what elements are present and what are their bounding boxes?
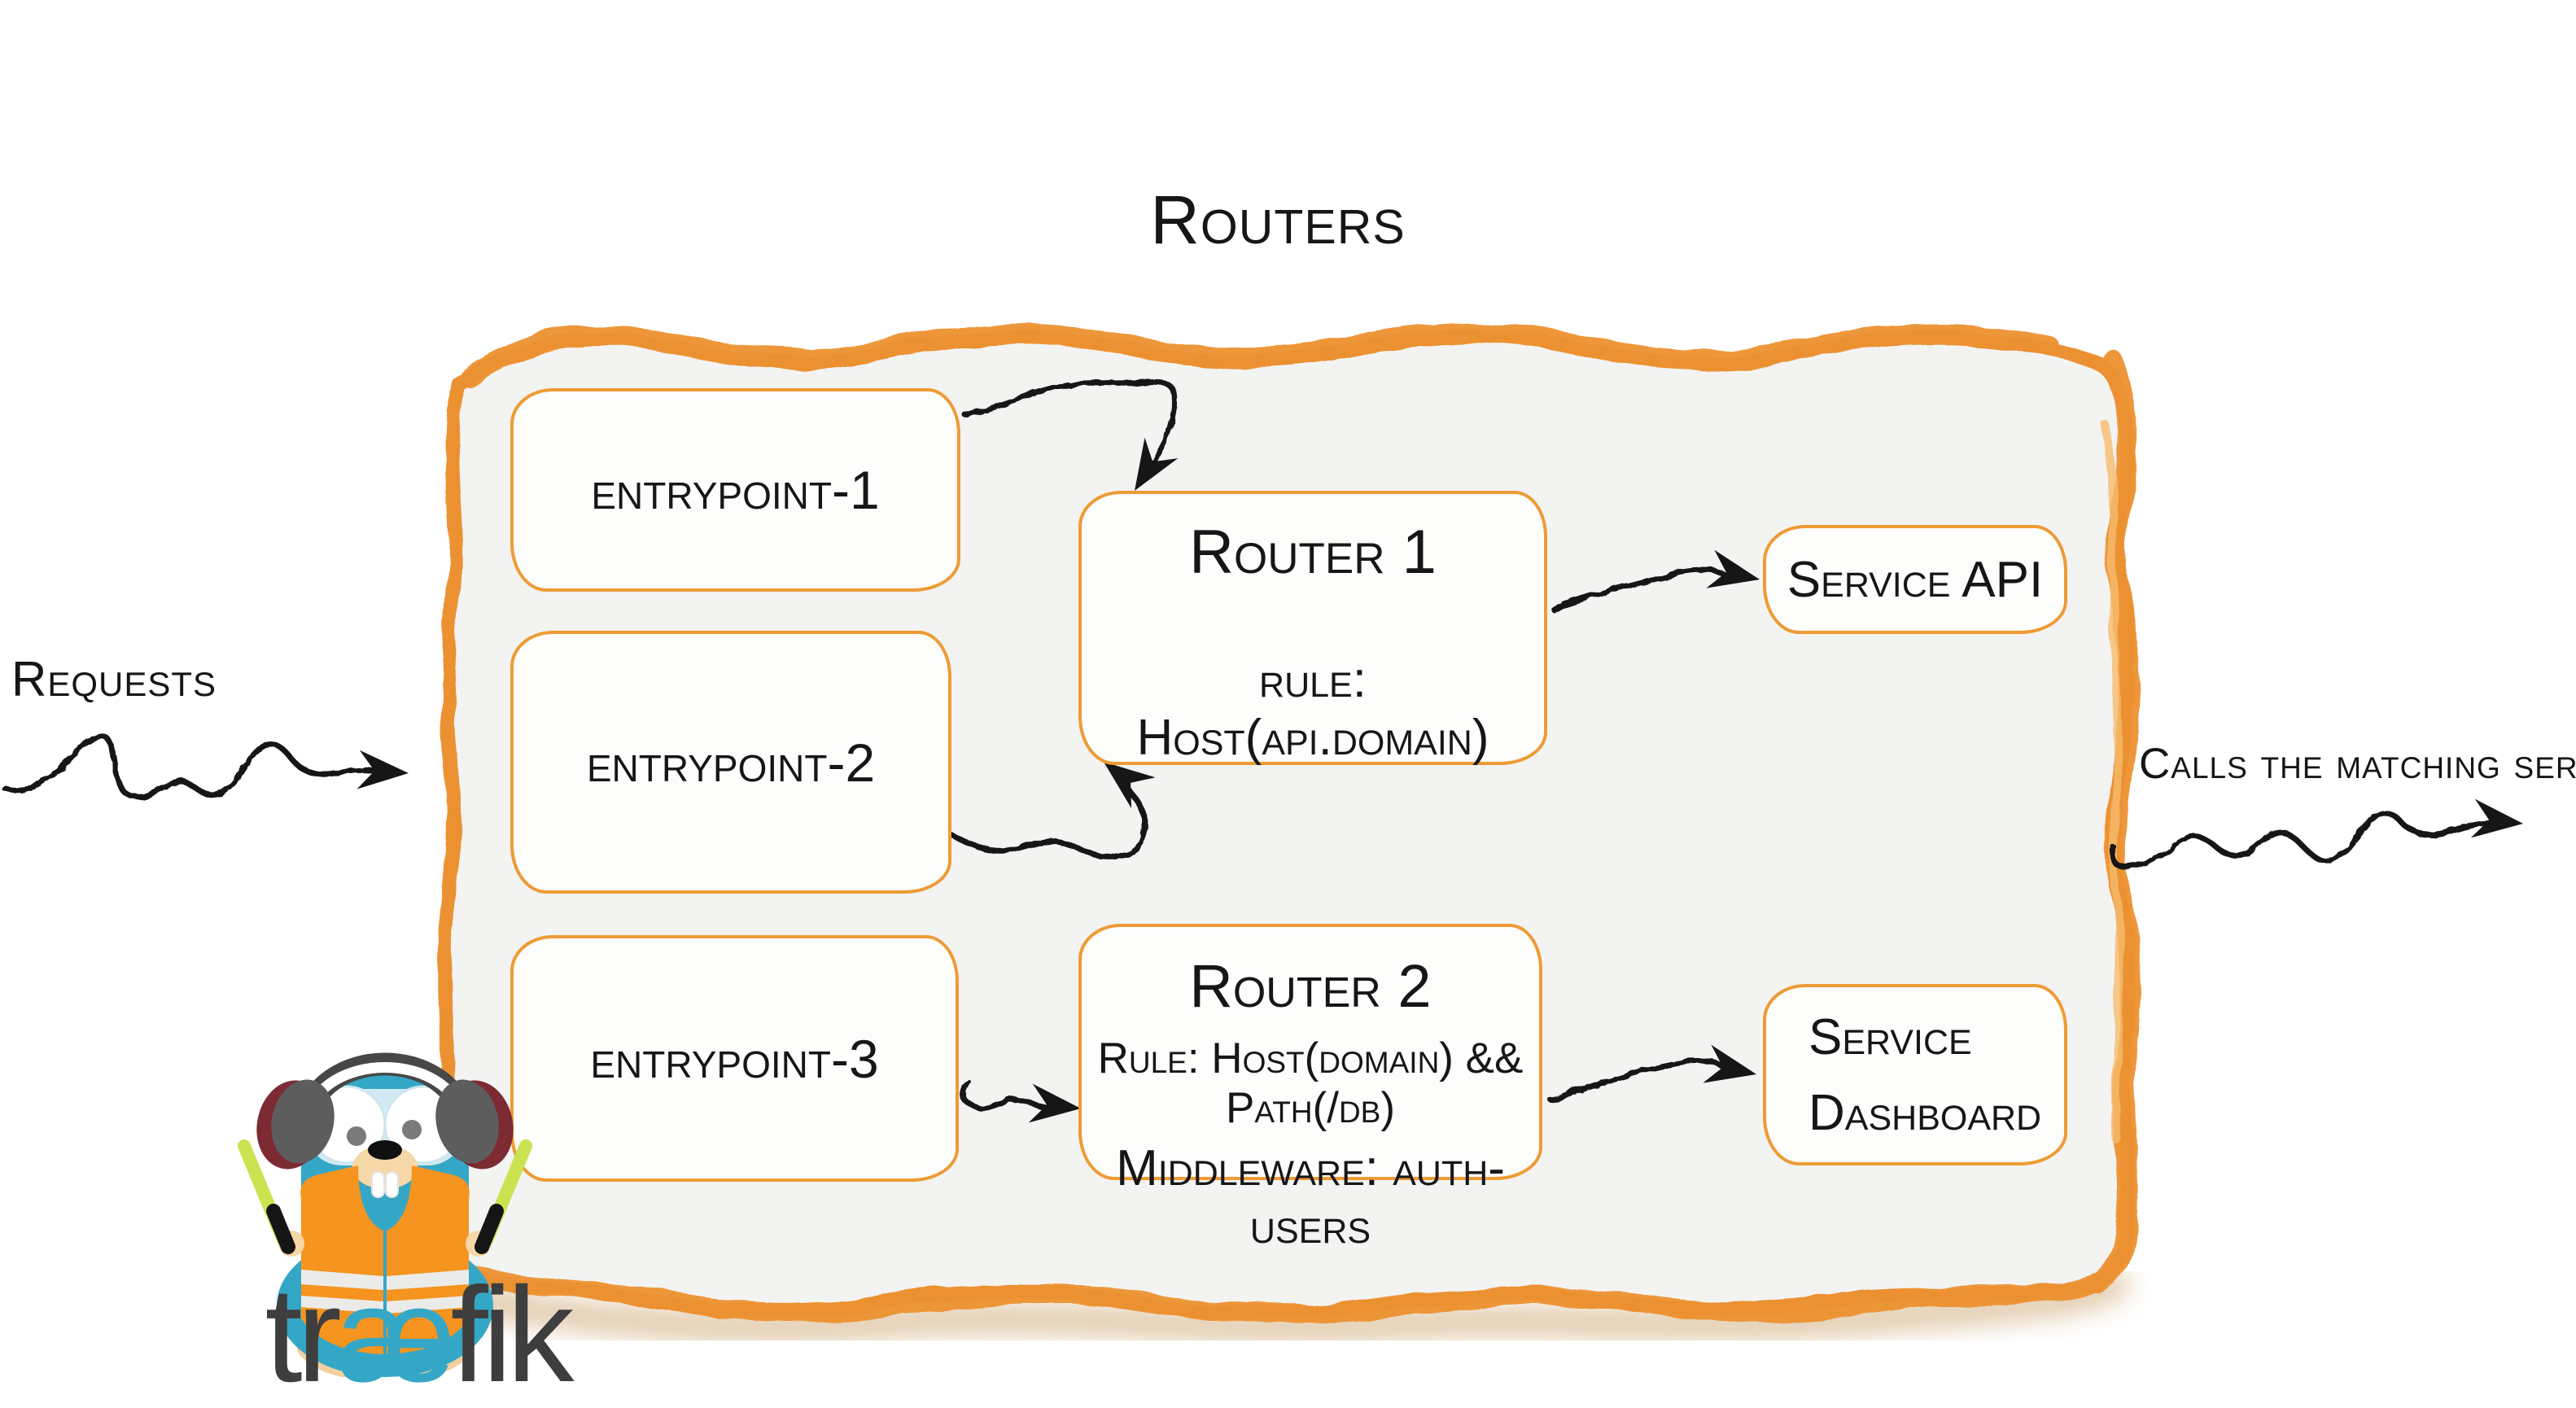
traefik-wordmark: træfik (230, 1258, 604, 1408)
router-1-box: Router 1 rule: Host(api.domain) (1078, 491, 1547, 766)
diagram-title: Routers (1150, 181, 1406, 258)
requests-label: Requests (11, 652, 217, 706)
entrypoint-2-box: entrypoint-2 (510, 631, 951, 894)
arrow-entrypoint3-router2 (960, 1081, 1053, 1111)
container-bottom-stroke (454, 1262, 2106, 1324)
entrypoint-1-label: entrypoint-1 (591, 460, 880, 520)
arrow-entrypoint1-router1 (962, 377, 1178, 481)
service-dashboard-label-line1: Service (1808, 1008, 1972, 1065)
wordmark-ae: æ (335, 1260, 457, 1408)
container-right-highlight (2100, 419, 2123, 1143)
entrypoint-3-label: entrypoint-3 (590, 1028, 879, 1089)
arrow-router1-serviceapi (1550, 568, 1734, 612)
router-2-rule: Rule: Host(domain) && Path(/db) (1097, 1034, 1524, 1132)
entrypoint-2-label: entrypoint-2 (586, 732, 876, 793)
service-dashboard-label-line2: Dashboard (1808, 1084, 2042, 1141)
router-1-title: Router 1 (1189, 518, 1437, 587)
wordmark-tr: tr (265, 1260, 341, 1408)
router-2-title: Router 2 (1189, 952, 1432, 1020)
container-shadow (454, 1270, 2128, 1341)
entrypoint-1-box: entrypoint-1 (510, 388, 960, 592)
requests-arrow (1, 733, 383, 800)
entrypoint-3-box: entrypoint-3 (510, 935, 959, 1182)
container-top-stroke (458, 322, 2059, 386)
service-api-box: Service API (1763, 525, 2067, 634)
router-2-middleware: Middleware: auth-users (1116, 1140, 1505, 1254)
calls-label: Calls the matching server (2139, 740, 2576, 788)
service-api-label: Service API (1787, 551, 2044, 608)
router-2-box: Router 2 Rule: Host(domain) && Path(/db)… (1078, 924, 1542, 1254)
calls-arrow (2110, 810, 2497, 871)
wordmark-fik: fik (450, 1260, 575, 1408)
router-1-rule: rule: Host(api.domain) (1136, 652, 1489, 766)
arrow-router2-servicedashboard (1548, 1058, 1731, 1104)
service-dashboard-box: Service Dashboard (1763, 984, 2067, 1165)
traefik-gopher-icon (238, 1052, 532, 1377)
